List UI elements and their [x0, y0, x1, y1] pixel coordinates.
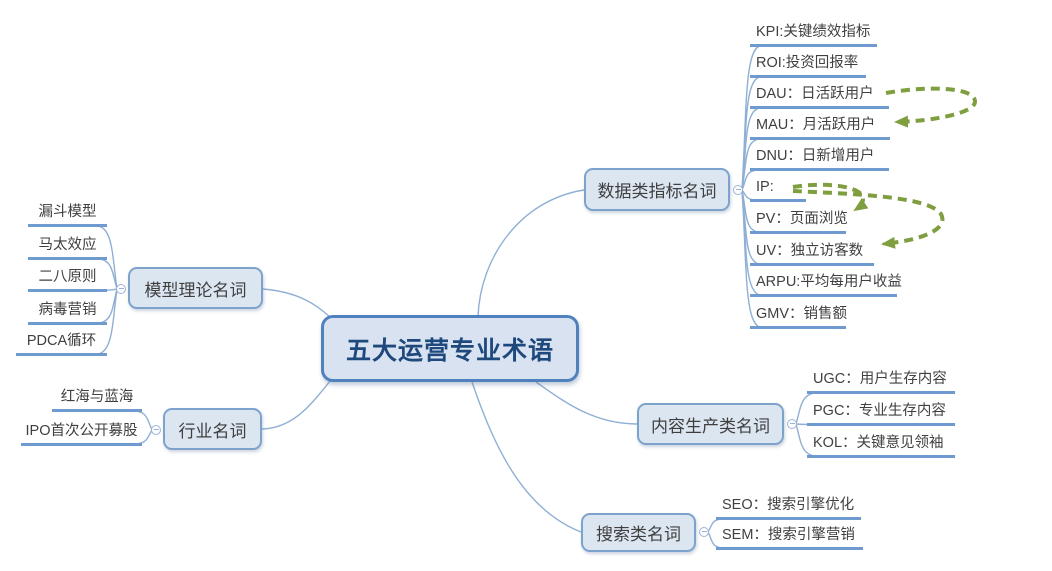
central-topic-label: 五大运营专业术语 — [345, 336, 554, 365]
leaf-node[interactable]: 红海与蓝海 — [52, 388, 142, 412]
leaf-connector — [741, 189, 763, 329]
leaf-node[interactable]: GMV：销售额 — [750, 305, 847, 329]
reference-arrows — [792, 86, 977, 249]
leaf-node[interactable]: ROI:投资回报率 — [750, 54, 866, 78]
leaf-node[interactable]: PV：页面浏览 — [750, 210, 848, 234]
branch-label: 行业名词 — [178, 421, 247, 441]
branch-node-content-production[interactable]: 内容生产类名词 — [637, 403, 784, 445]
branch-node-search[interactable]: 搜索类名词 — [581, 513, 696, 552]
branch-node-industry[interactable]: 行业名词 — [163, 408, 262, 450]
leaf-node[interactable]: 马太效应 — [28, 236, 107, 260]
branch-connector-search — [471, 381, 582, 533]
branch-node-model-theory[interactable]: 模型理论名词 — [128, 267, 263, 309]
leaf-node[interactable]: 漏斗模型 — [28, 203, 107, 227]
collapse-toggle-model-theory[interactable] — [116, 284, 126, 294]
branch-label: 模型理论名词 — [144, 280, 247, 300]
collapse-toggle-industry[interactable] — [151, 425, 161, 435]
leaf-node[interactable]: UGC：用户生存内容 — [807, 370, 955, 394]
branch-label: 内容生产类名词 — [651, 416, 770, 436]
leaf-node[interactable]: KOL：关键意见领袖 — [807, 434, 955, 458]
collapse-toggle-search[interactable] — [699, 527, 709, 537]
leaf-node[interactable]: DNU：日新增用户 — [750, 147, 889, 171]
branch-connector-data-metrics — [477, 189, 585, 318]
branch-connector-content-production — [535, 381, 638, 425]
leaf-node[interactable]: ARPU:平均每用户收益 — [750, 273, 902, 297]
leaf-node[interactable]: 二八原则 — [28, 268, 107, 292]
leaf-node[interactable]: DAU：日活跃用户 — [750, 85, 889, 109]
branch-connector-model-theory — [262, 288, 332, 319]
leaf-node[interactable]: MAU：月活跃用户 — [750, 116, 890, 140]
dashed-arrow-dau-to-mau — [885, 86, 977, 128]
collapse-toggle-content-production[interactable] — [787, 419, 797, 429]
branch-label: 搜索类名词 — [596, 525, 681, 544]
leaf-node[interactable]: PDCA循环 — [16, 332, 107, 356]
leaf-node[interactable]: IP: — [750, 178, 806, 202]
leaf-node[interactable]: KPI:关键绩效指标 — [750, 23, 877, 47]
dashed-arrow-ip-to-uv — [792, 189, 945, 249]
leaf-node[interactable]: 病毒营销 — [28, 301, 107, 325]
leaf-node[interactable]: PGC：专业生存内容 — [807, 402, 955, 426]
leaf-node[interactable]: SEO：搜索引擎优化 — [716, 496, 861, 520]
branch-connector-industry — [261, 379, 332, 430]
leaf-node[interactable]: SEM：搜索引擎营销 — [716, 526, 863, 550]
dashed-arrow-ip-to-pv — [792, 182, 869, 212]
leaf-node[interactable]: UV：独立访客数 — [750, 242, 874, 266]
branch-node-data-metrics[interactable]: 数据类指标名词 — [584, 168, 730, 211]
leaf-node[interactable]: IPO首次公开募股 — [21, 422, 142, 446]
branch-label: 数据类指标名词 — [597, 182, 717, 201]
central-topic[interactable]: 五大运营专业术语 — [321, 315, 579, 382]
collapse-toggle-data-metrics[interactable] — [733, 185, 743, 195]
